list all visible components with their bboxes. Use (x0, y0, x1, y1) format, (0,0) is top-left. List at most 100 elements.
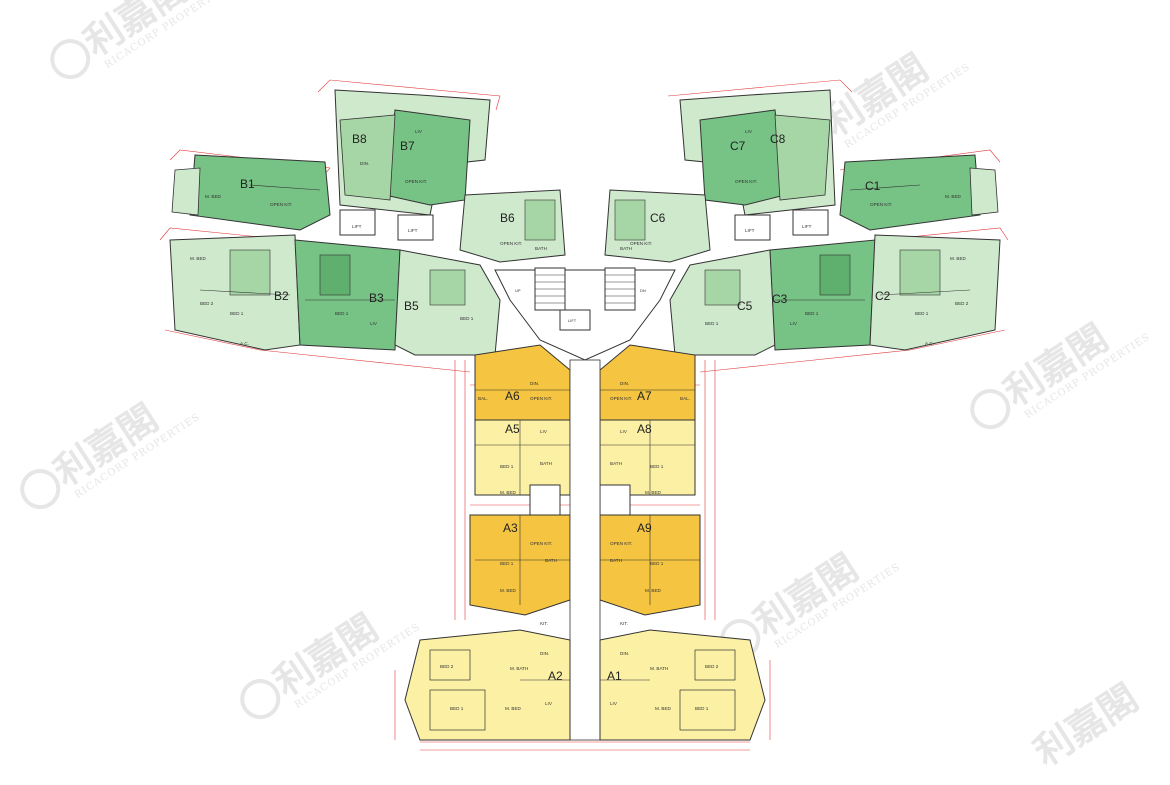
unit-label-b8: B8 (352, 132, 367, 146)
unit-label-a1: A1 (607, 669, 622, 683)
unit-label-a7: A7 (637, 389, 652, 403)
room-label: LIFT (745, 228, 755, 233)
room-label: M. BED (655, 706, 672, 711)
unit-label-c8: C8 (770, 132, 786, 146)
room-label: LIV (745, 129, 753, 134)
core-lift-label: LIFT (568, 318, 577, 323)
watermark-7: 利嘉閣 (1026, 675, 1146, 775)
room-label: OPEN KIT. (270, 202, 292, 207)
unit-labels: B8 B7 B1 B6 B2 B3 B5 C7 C8 C1 C6 C5 C3 C… (240, 132, 891, 683)
lift-box (792, 209, 829, 236)
room-label: DIN. (360, 161, 369, 166)
right-wing (604, 89, 1001, 356)
bottom-block (404, 629, 766, 741)
unit-b8-area (339, 114, 396, 201)
room-label: BED 1 (335, 311, 349, 316)
unit-label-b7: B7 (400, 139, 415, 153)
room-label: BATH (610, 461, 622, 466)
room-label: BED 1 (230, 311, 244, 316)
unit-c2-room (899, 249, 941, 296)
lift-box (397, 214, 434, 241)
stair-up-label: UP (515, 288, 521, 293)
unit-c5-room (704, 269, 741, 306)
unit-label-a9: A9 (637, 521, 652, 535)
watermark-logo-icon (240, 679, 281, 720)
room-label: OPEN KIT. (870, 202, 892, 207)
room-label: LIV (545, 701, 553, 706)
watermark-5: 利嘉閣 RICACORP PROPERTIES (240, 605, 422, 720)
room-label: M. BED (500, 588, 517, 593)
room-label: LIV (620, 429, 628, 434)
unit-label-a5: A5 (505, 422, 520, 436)
unit-label-c1: C1 (865, 179, 881, 193)
room-label: DIN. (620, 381, 629, 386)
stair-dn-label: DN (640, 288, 646, 293)
room-label: LIFT (352, 224, 362, 229)
unit-a5-area (474, 419, 571, 496)
watermark-text: 利嘉閣 (76, 0, 196, 65)
room-label: LIV (790, 321, 798, 326)
room-label: M. BED (945, 194, 962, 199)
watermark-logo-icon (50, 39, 91, 80)
room-label: M. BED (645, 490, 662, 495)
lift-box (734, 214, 771, 241)
room-label: BED 1 (650, 464, 664, 469)
watermark-logo-icon (20, 469, 61, 510)
unit-a8-area (599, 419, 696, 496)
unit-b1-area (189, 154, 331, 231)
a1-bed2-room (694, 649, 736, 681)
room-label: BED 1 (695, 706, 709, 711)
unit-label-b3: B3 (369, 291, 384, 305)
room-label: BAL. (680, 396, 690, 401)
unit-c6-room (614, 199, 646, 241)
dimension-line (317, 79, 501, 111)
room-label: LIV (370, 321, 378, 326)
room-label: BATH (535, 246, 547, 251)
room-label: BED 2 (440, 664, 454, 669)
room-label: OPEN KIT. (610, 541, 632, 546)
unit-a7-area (599, 344, 696, 421)
room-label: BED 1 (805, 311, 819, 316)
unit-label-a2: A2 (548, 669, 563, 683)
room-label: M. BATH (510, 666, 528, 671)
unit-label-b2: B2 (274, 289, 289, 303)
room-label: OPEN KIT. (735, 179, 757, 184)
room-labels: LIV DIN. OPEN KIT. OPEN KIT. M. BED OPEN… (190, 129, 969, 711)
watermark-logo-icon (970, 389, 1011, 430)
room-label: LIV (415, 129, 423, 134)
central-corridor (569, 359, 601, 741)
central-core: LIFT UP DN (494, 267, 676, 361)
unit-label-b5: B5 (404, 299, 419, 313)
unit-label-c7: C7 (730, 139, 746, 153)
unit-b2-room (229, 249, 271, 296)
unit-label-b1: B1 (240, 177, 255, 191)
unit-label-a6: A6 (505, 389, 520, 403)
room-label: M. BED (205, 194, 222, 199)
unit-b6-room (524, 199, 556, 241)
unit-b5-room (429, 269, 466, 306)
interior-walls (199, 184, 971, 681)
room-label: KIT. (540, 621, 548, 626)
room-label: M. BED (645, 588, 662, 593)
room-label: OPEN KIT. (500, 241, 522, 246)
lift-box (339, 209, 376, 236)
core-lift (559, 309, 591, 331)
dimension-line (159, 227, 291, 241)
left-wing (169, 89, 566, 356)
unit-label-a3: A3 (503, 521, 518, 535)
room-label: BED 2 (200, 301, 214, 306)
unit-label-c5: C5 (737, 299, 753, 313)
room-label: BED 1 (705, 321, 719, 326)
room-label: BAL. (478, 396, 488, 401)
unit-c1-balcony (969, 167, 999, 216)
unit-c1-area (839, 154, 981, 231)
unit-c7-area (699, 109, 786, 206)
room-label: OPEN KIT. (530, 396, 552, 401)
unit-label-a8: A8 (637, 422, 652, 436)
room-label: DIN. (540, 651, 549, 656)
room-label: BED 1 (650, 561, 664, 566)
room-label: BED 1 (460, 316, 474, 321)
unit-label-c3: C3 (772, 292, 788, 306)
watermark-1: 利嘉閣 RICACORP PROPERTIES (50, 0, 232, 80)
